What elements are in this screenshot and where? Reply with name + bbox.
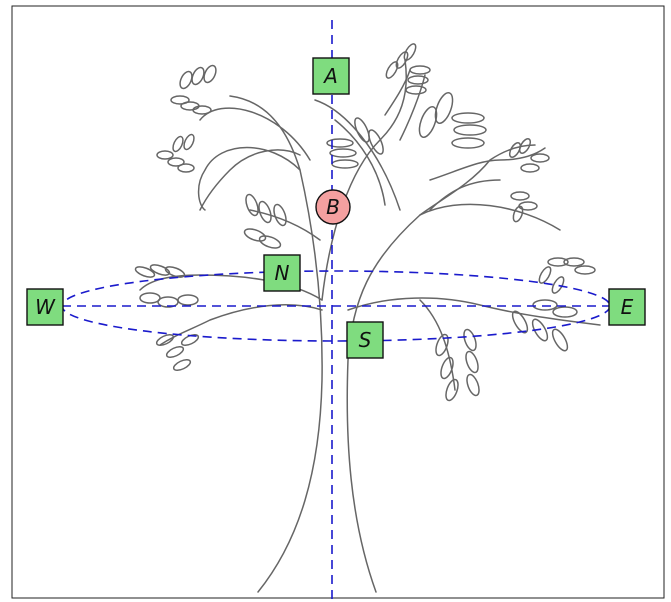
branch-upper-left [197, 146, 301, 211]
branch-top-inner [314, 99, 401, 211]
leaves-left-upper [156, 133, 195, 173]
node-n: N [263, 254, 301, 292]
node-s: S [346, 321, 384, 359]
node-e: E [608, 288, 646, 326]
svg-text:S: S [359, 328, 372, 352]
leaves-right-mid [538, 257, 596, 294]
leaves-left-low [155, 333, 200, 372]
leaves-right-low [511, 299, 578, 352]
branch-right-low [347, 297, 601, 326]
branch-top-right-stem [384, 69, 411, 116]
node-b: B [315, 189, 351, 225]
leaves-center-left [243, 193, 287, 249]
frame [11, 5, 665, 599]
branch-top-inner-2 [334, 119, 386, 206]
leaves-left-mid [134, 264, 199, 308]
leaves-top-right [385, 43, 431, 95]
branch-right-mid [429, 179, 501, 211]
svg-text:B: B [326, 195, 340, 219]
leaves-top-left [170, 64, 217, 115]
branch-right-up-curl [429, 147, 546, 181]
svg-text:W: W [35, 295, 56, 319]
leaves-top-center [326, 117, 384, 169]
svg-text:N: N [275, 261, 290, 285]
leaves-right-droop [435, 328, 480, 402]
leaves-upper-right [418, 92, 487, 149]
tree-trunk-right [346, 203, 561, 593]
branch-center-left [249, 209, 321, 241]
node-a: A [312, 57, 350, 95]
branch-upper-left-curl [199, 149, 301, 211]
svg-text:A: A [322, 64, 338, 88]
branch-upper-right-curl [399, 74, 426, 141]
node-w: W [26, 288, 64, 326]
svg-text:E: E [621, 295, 634, 319]
leaves-right-upper [508, 138, 550, 223]
